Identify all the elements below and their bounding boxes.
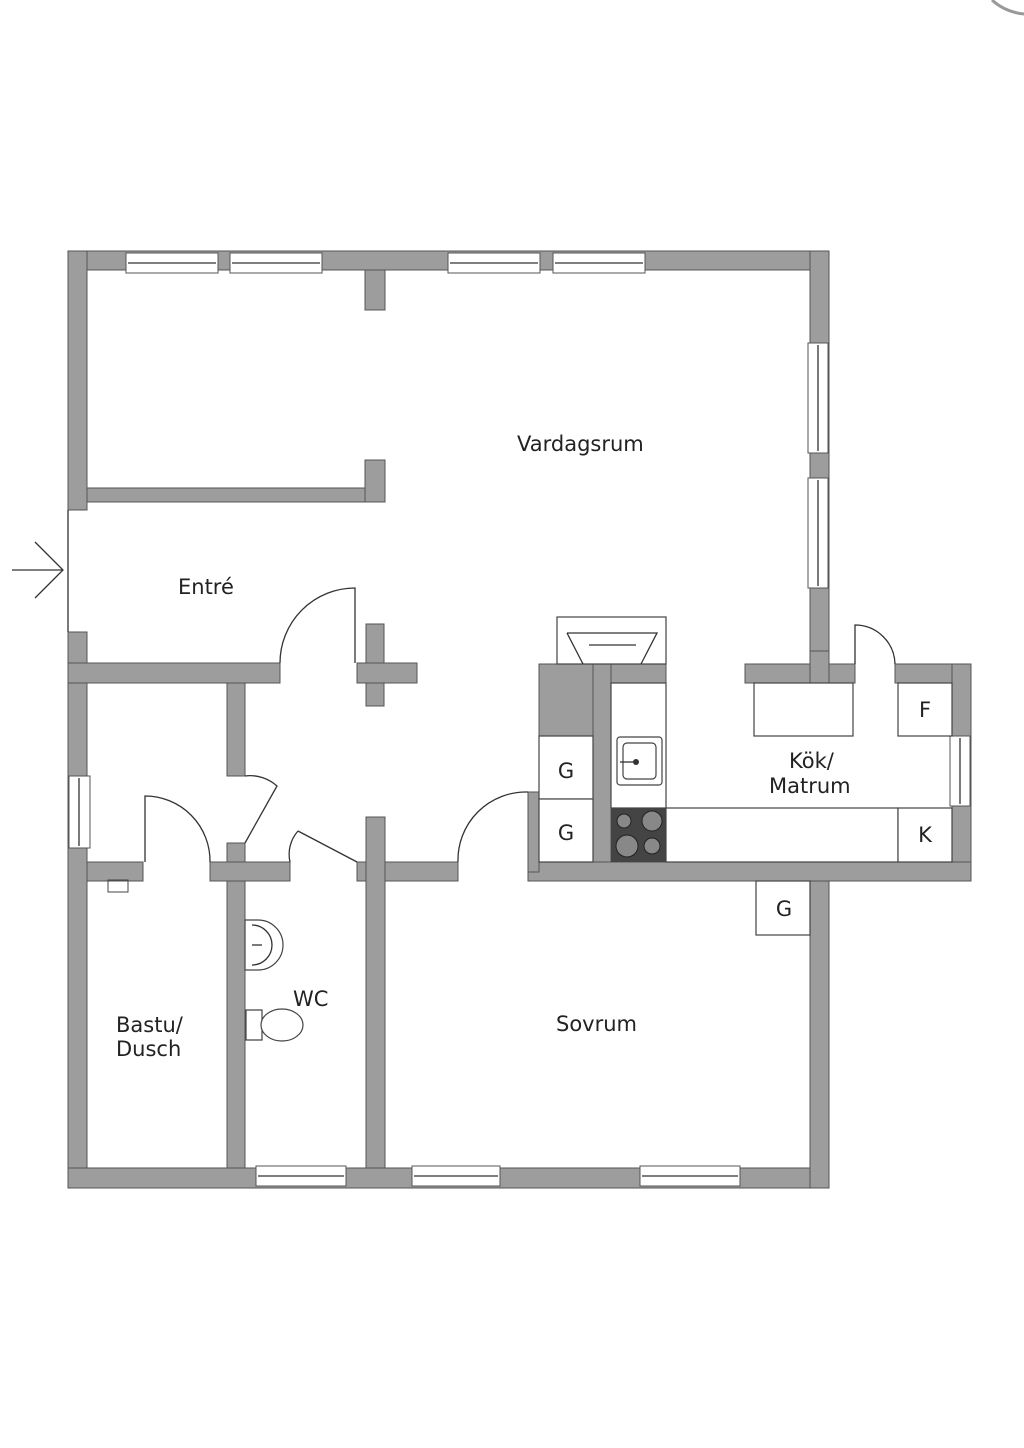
fridge-label: K	[918, 823, 933, 847]
room-label-dusch: Dusch	[116, 1037, 181, 1061]
washbasin-icon	[244, 919, 284, 971]
bathroom-fixtures	[107, 879, 304, 1042]
cabinet-g1	[538, 735, 594, 800]
toilet-icon	[245, 1009, 263, 1041]
room-label-kok: Kök/	[789, 749, 835, 773]
room-label-bastu: Bastu/	[116, 1013, 184, 1037]
windows	[68, 252, 971, 1187]
cabinet-g3	[755, 880, 811, 936]
entry-arrow-icon	[12, 510, 69, 632]
doors[interactable]	[144, 587, 896, 863]
room-label-sovrum: Sovrum	[556, 1012, 637, 1036]
room-label-entre: Entré	[178, 575, 234, 599]
room-label-vardagsrum: Vardagsrum	[517, 432, 644, 456]
cabinet-g2	[538, 798, 594, 863]
room-label-matrum: Matrum	[769, 774, 851, 798]
fireplace-icon	[556, 616, 667, 665]
cabinet-label: G	[558, 759, 574, 783]
shower-tap-icon	[107, 879, 129, 893]
sink-icon	[616, 736, 663, 786]
freezer-label: F	[919, 698, 931, 722]
room-label-wc: WC	[293, 987, 328, 1011]
labels: Vardagsrum Entré Kök/ Matrum Bastu/ Dusc…	[116, 432, 933, 1061]
kitchen-fixtures	[538, 682, 953, 936]
cabinet-label: G	[776, 897, 792, 921]
cabinet-label: G	[558, 821, 574, 845]
page-corner	[990, 0, 1024, 16]
fridge	[897, 807, 953, 863]
stove-icon	[611, 808, 666, 862]
freezer	[897, 682, 953, 737]
